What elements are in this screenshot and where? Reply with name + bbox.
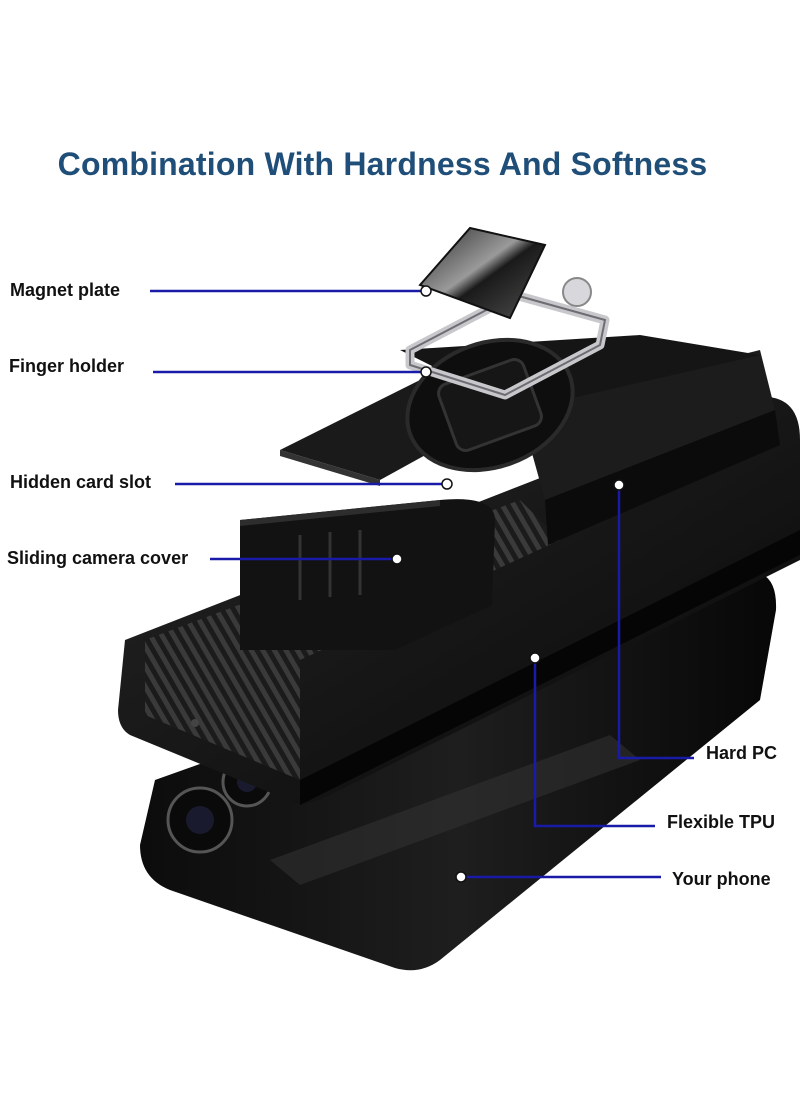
hidden-card-slot-dot (441, 478, 453, 490)
hard-pc-leader (617, 485, 694, 760)
your-phone-dot (455, 871, 467, 883)
magnet-plate (418, 226, 547, 320)
label-finger-holder: Finger holder (9, 356, 125, 376)
label-hard-pc: Hard PC (706, 743, 778, 763)
label-flexible-tpu: Flexible TPU (667, 812, 776, 832)
sliding-camera-cover (240, 499, 495, 650)
label-your-phone: Your phone (672, 869, 771, 889)
label-sliding-camera-cover: Sliding camera cover (7, 548, 189, 568)
flexible-tpu-leader (533, 658, 655, 828)
magnet-plate-dot (420, 285, 432, 297)
page-title: Combination With Hardness And Softness (57, 146, 708, 182)
label-magnet-plate: Magnet plate (10, 280, 121, 300)
sliding-camera-cover-dot (391, 553, 403, 565)
finger-holder-dot (420, 366, 432, 378)
flexible-tpu-dot (529, 652, 541, 664)
label-hidden-card-slot: Hidden card slot (10, 472, 152, 492)
phone-body (140, 571, 777, 971)
hard-pc-dot (613, 479, 625, 491)
leader-lines (150, 289, 694, 879)
anchor-dots (391, 285, 625, 883)
